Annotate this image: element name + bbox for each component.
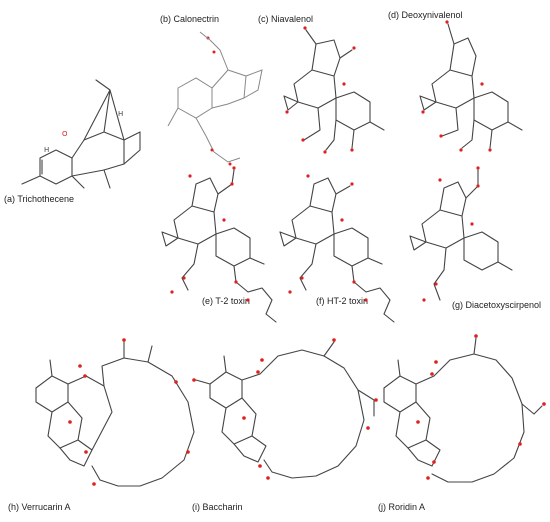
structure-roridin-a bbox=[383, 334, 546, 483]
label-niavalenol: (c) Niavalenol bbox=[258, 14, 314, 24]
hydrogen-atom: H bbox=[44, 146, 49, 154]
structure-niavalenol bbox=[283, 26, 385, 154]
label-t2-toxin: (e) T-2 toxin bbox=[202, 296, 250, 306]
structure-deoxynivalenol bbox=[419, 20, 523, 152]
label-roridin-a: (j) Roridin A bbox=[378, 502, 426, 512]
label-verrucarin-a: (h) Verrucarin A bbox=[8, 502, 71, 512]
structure-baccharin bbox=[192, 338, 378, 480]
structure-verrucarin-a bbox=[35, 338, 195, 487]
oxygen-atom: O bbox=[62, 130, 68, 138]
structure-diacetoxyscirpenol bbox=[409, 166, 513, 302]
structure-trichothecene: O H H bbox=[21, 79, 141, 189]
label-trichothecene: (a) Trichothecene bbox=[4, 194, 75, 204]
label-calonectrin: (b) Calonectrin bbox=[160, 14, 220, 24]
structure-calonectrin bbox=[167, 31, 263, 166]
structure-ht2-toxin bbox=[279, 174, 395, 323]
label-diacetoxyscirpenol: (g) Diacetoxyscirpenol bbox=[452, 300, 542, 310]
label-deoxynivalenol: (d) Deoxynivalenol bbox=[388, 10, 463, 20]
label-baccharin: (i) Baccharin bbox=[192, 502, 243, 512]
label-ht2-toxin: (f) HT-2 toxin bbox=[316, 296, 369, 306]
structure-t2-toxin bbox=[161, 166, 277, 323]
hydrogen-atom: H bbox=[118, 110, 123, 118]
